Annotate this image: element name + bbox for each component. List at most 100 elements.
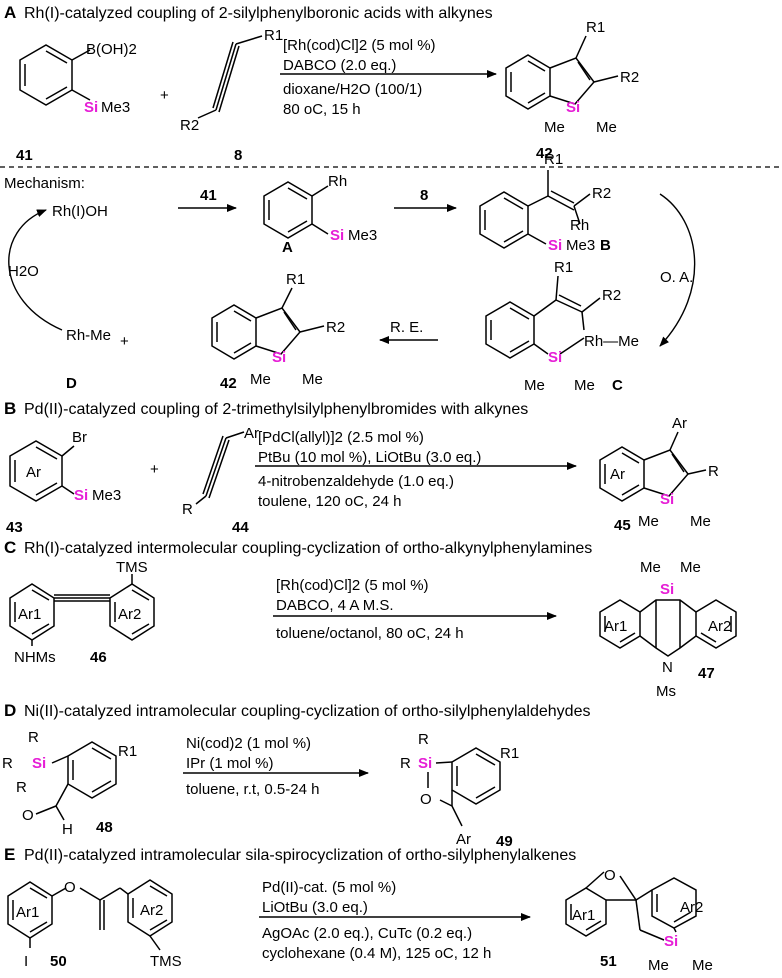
reaction-arrow-a: [Rh(cod)Cl]2 (5 mol %) DABCO (2.0 eq.) d… (280, 37, 497, 118)
reagent-e-2: LiOtBu (3.0 eq.) (262, 899, 368, 916)
alkyne-8: R1 R2 8 (180, 27, 283, 164)
methyl-label-51a: Me (648, 957, 669, 974)
r1-label-49: R1 (500, 745, 519, 762)
si-label-c: Si (548, 349, 562, 366)
o-label-48: O (22, 807, 34, 824)
si-label-51: Si (664, 933, 678, 950)
section-d-letter: D (4, 701, 16, 720)
re-label: R. E. (390, 319, 423, 336)
silicon-label: Si (84, 99, 98, 116)
methyl-label-42b: Me (596, 119, 617, 136)
compound-number-42: 42 (536, 145, 553, 162)
section-d: D Ni(II)-catalyzed intramolecular coupli… (2, 701, 590, 850)
section-b-letter: B (4, 399, 16, 418)
compound-49: R R Si R1 O Ar 49 (400, 731, 519, 850)
trimethyl-label: Me3 (101, 99, 130, 116)
reagent-c-1: [Rh(cod)Cl]2 (5 mol %) (276, 577, 429, 594)
me3-label-43: Me3 (92, 487, 121, 504)
rh-label-a: Rh (328, 173, 347, 190)
reagent-a-4: 80 oC, 15 h (283, 101, 361, 118)
compound-45: Ar Ar R Si Me Me 45 (599, 415, 719, 534)
ar1-label-46: Ar1 (18, 606, 41, 623)
oa-label: O. A. (660, 269, 693, 286)
br-label: Br (72, 429, 87, 446)
methyl-label-c2: Me (574, 377, 595, 394)
r-label-44: R (182, 501, 193, 518)
label-c: C (612, 377, 623, 394)
si-label-42m: Si (272, 349, 286, 366)
section-b: B Pd(II)-catalyzed coupling of 2-trimeth… (4, 399, 719, 536)
n-label-47: N (662, 659, 673, 676)
methyl-label-42m2: Me (302, 371, 323, 388)
r-label-48c: R (16, 779, 27, 796)
me3-label-b: Me3 (566, 237, 595, 254)
arrow-catalyst-regeneration (8, 209, 63, 331)
ar1-label-47: Ar1 (604, 618, 627, 635)
compound-number-41: 41 (16, 147, 33, 164)
section-e: E Pd(II)-catalyzed intramolecular sila-s… (4, 845, 713, 974)
mechanism-title: Mechanism: (4, 175, 85, 192)
reagent-b-4: toulene, 120 oC, 24 h (258, 493, 401, 510)
alkyne-44: Ar R 44 (182, 425, 259, 536)
water-label: H2O (8, 263, 39, 280)
section-c-letter: C (4, 538, 16, 557)
compound-number-43: 43 (6, 519, 23, 536)
ar2-label-50: Ar2 (140, 902, 163, 919)
compound-number-45: 45 (614, 517, 631, 534)
tms-label-50: TMS (150, 953, 182, 970)
mech-41: 41 (200, 187, 217, 204)
r-label-45: R (708, 463, 719, 480)
r-label-48b: R (2, 755, 13, 772)
reagent-e-1: Pd(II)-cat. (5 mol %) (262, 879, 396, 896)
rh-label-b: Rh (570, 217, 589, 234)
section-a: A Rh(I)-catalyzed coupling of 2-silylphe… (4, 3, 639, 164)
h-label-48: H (62, 821, 73, 838)
ar-label-43: Ar (26, 464, 41, 481)
reagent-d-2: IPr (1 mol %) (186, 755, 274, 772)
methyl-label-42a: Me (544, 119, 565, 136)
reagent-c-2: DABCO, 4 A M.S. (276, 597, 394, 614)
ar2-label-46: Ar2 (118, 606, 141, 623)
compound-number-46: 46 (90, 649, 107, 666)
compound-number-48: 48 (96, 819, 113, 836)
compound-48: R R R Si R1 O H 48 (2, 729, 137, 838)
r1-label-42: R1 (586, 19, 605, 36)
methyl-label-51b: Me (692, 957, 713, 974)
r-label-49a: R (418, 731, 429, 748)
rh-me-label: Rh-Me (66, 327, 111, 344)
section-b-title: Pd(II)-catalyzed coupling of 2-trimethyl… (24, 401, 528, 418)
mech-8: 8 (420, 187, 428, 204)
methyl-label-42m1: Me (250, 371, 271, 388)
ar1-label-51: Ar1 (572, 907, 595, 924)
label-b: B (600, 237, 611, 254)
compound-number-44: 44 (232, 519, 249, 536)
me3-label-a: Me3 (348, 227, 377, 244)
section-e-letter: E (4, 845, 15, 864)
intermediate-b: R1 R2 Rh Si Me3 B (479, 151, 611, 254)
plus-sign-b: + (150, 461, 159, 478)
r2-label-42m: R2 (326, 319, 345, 336)
si-label-47: Si (660, 581, 674, 598)
methyl-label-45b: Me (690, 513, 711, 530)
si-label-49: Si (418, 755, 432, 772)
o-label-51: O (604, 867, 616, 884)
r2-label-42: R2 (620, 69, 639, 86)
section-a-letter: A (4, 3, 16, 22)
label-a: A (282, 239, 293, 256)
ar-label-45: Ar (610, 466, 625, 483)
reagent-b-3: 4-nitrobenzaldehyde (1.0 eq.) (258, 473, 454, 490)
r1-label-48: R1 (118, 743, 137, 760)
ar2-label-51: Ar2 (680, 899, 703, 916)
methyl-label-47a: Me (640, 559, 661, 576)
ms-label-47: Ms (656, 683, 676, 700)
section-e-title: Pd(II)-catalyzed intramolecular sila-spi… (24, 847, 576, 864)
r1-label: R1 (264, 27, 283, 44)
compound-42: R1 R2 Si Me Me 42 (505, 19, 639, 162)
reaction-arrow-c: [Rh(cod)Cl]2 (5 mol %) DABCO, 4 A M.S. t… (273, 577, 557, 642)
reaction-arrow-e: Pd(II)-cat. (5 mol %) LiOtBu (3.0 eq.) A… (259, 879, 531, 962)
section-a-title: Rh(I)-catalyzed coupling of 2-silylpheny… (24, 5, 493, 22)
compound-46: Ar1 Ar2 TMS NHMs 46 (9, 559, 155, 666)
compound-43: Ar Br Si Me3 43 (6, 429, 121, 536)
o-label-50: O (64, 879, 76, 896)
